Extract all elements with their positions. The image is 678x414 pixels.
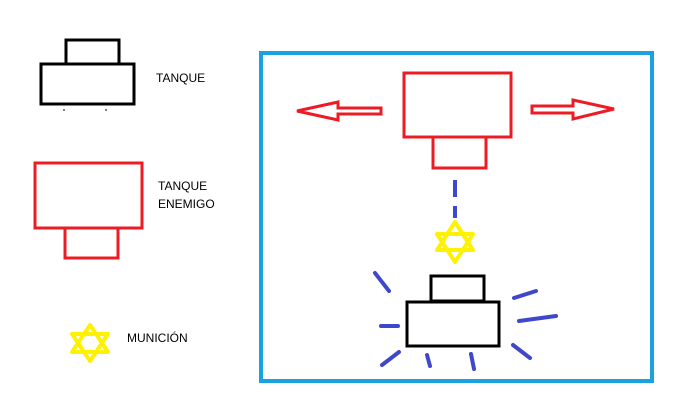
legend-enemy-turret (63, 226, 120, 260)
move-right-arrow-icon (530, 98, 615, 121)
game-tank-body (405, 300, 501, 348)
game-player-tank (405, 274, 501, 348)
legend-tank-label: TANQUE (156, 71, 206, 85)
legend-ammo-star-icon (70, 323, 110, 363)
move-left-arrow-icon (296, 100, 383, 122)
legend-player-tank (39, 38, 136, 111)
game-ammo-star-icon (435, 220, 475, 264)
legend-tank-body (39, 62, 136, 106)
legend-enemy-body (33, 161, 144, 230)
game-frame (259, 51, 654, 383)
game-enemy-tank (402, 71, 513, 170)
game-enemy-body (402, 71, 513, 139)
legend-tank-turret (64, 38, 121, 66)
legend-enemy-tank (33, 161, 144, 260)
game-enemy-turret (431, 135, 488, 170)
legend-ammo-label: MUNICIÓN (127, 331, 188, 345)
hit-burst-lines (373, 271, 558, 371)
game-tank-turret (429, 274, 486, 303)
legend-enemy-label: TANQUE ENEMIGO (158, 179, 215, 211)
